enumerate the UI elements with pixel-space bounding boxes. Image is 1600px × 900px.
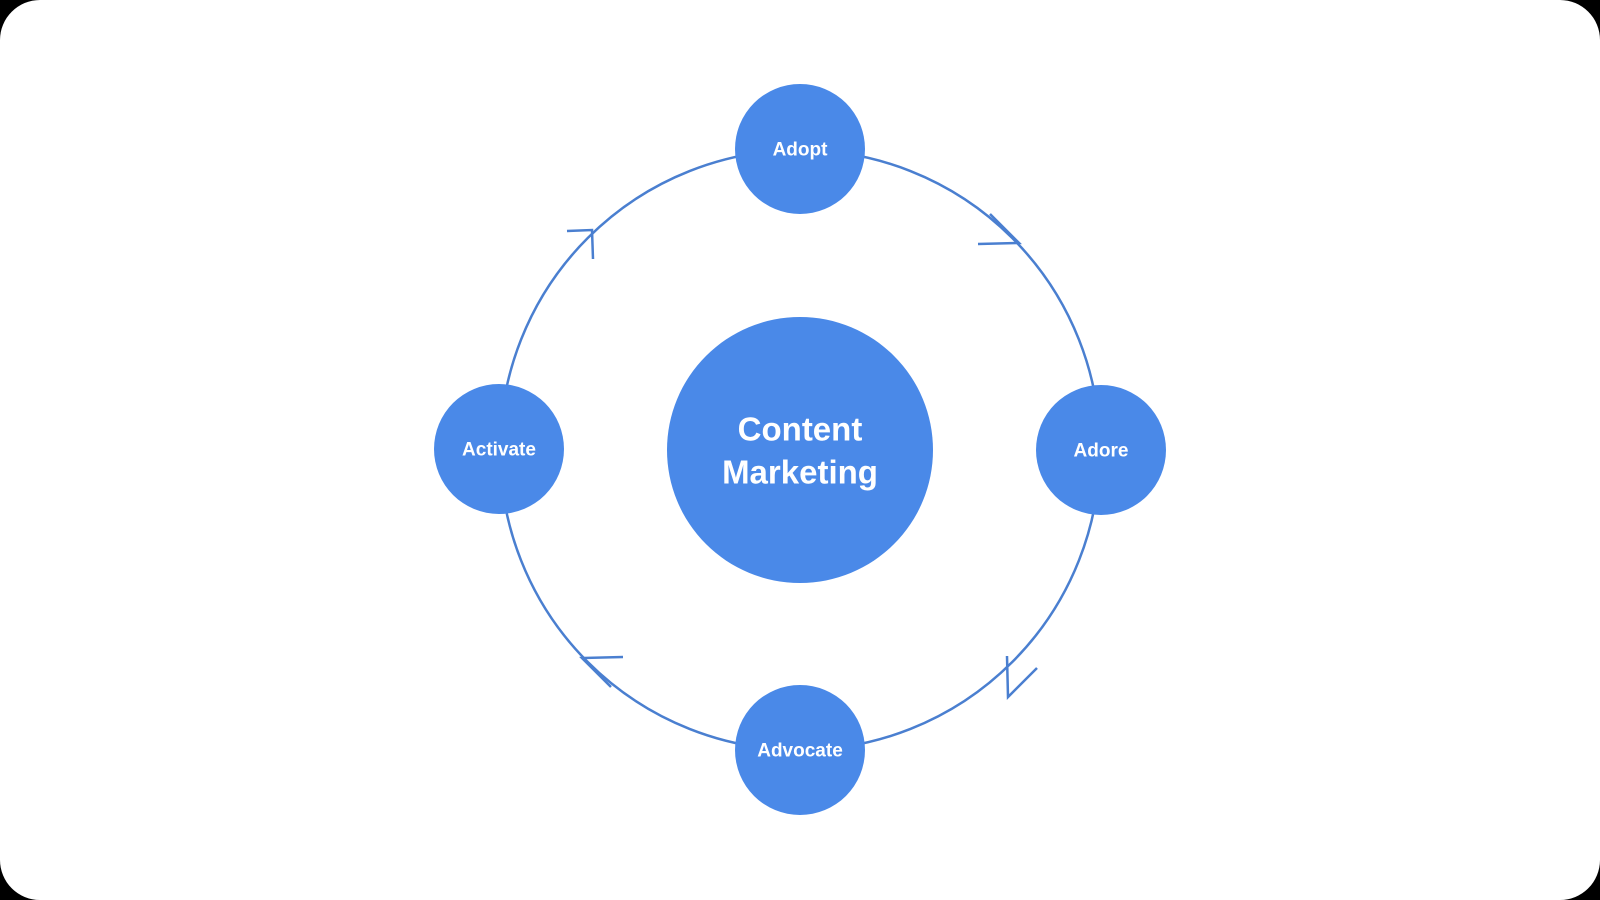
- arrow-bottom-right-icon: [1005, 655, 1038, 700]
- node-adore-label: Adore: [1074, 441, 1129, 462]
- node-advocate: Advocate: [735, 685, 865, 815]
- center-node: Content Marketing: [667, 317, 933, 583]
- node-adopt: Adopt: [735, 84, 865, 214]
- node-adopt-label: Adopt: [773, 140, 829, 161]
- arrow-top-right-icon: [977, 213, 1022, 246]
- node-advocate-label: Advocate: [757, 741, 843, 762]
- arrow-bottom-left-icon: [579, 655, 624, 688]
- center-label-line2: Marketing: [722, 454, 878, 491]
- center-label-line1: Content: [738, 411, 863, 448]
- node-activate: Activate: [434, 384, 564, 514]
- arrow-top-left-icon: [566, 228, 595, 260]
- node-adore: Adore: [1036, 385, 1166, 515]
- node-activate-label: Activate: [462, 440, 536, 461]
